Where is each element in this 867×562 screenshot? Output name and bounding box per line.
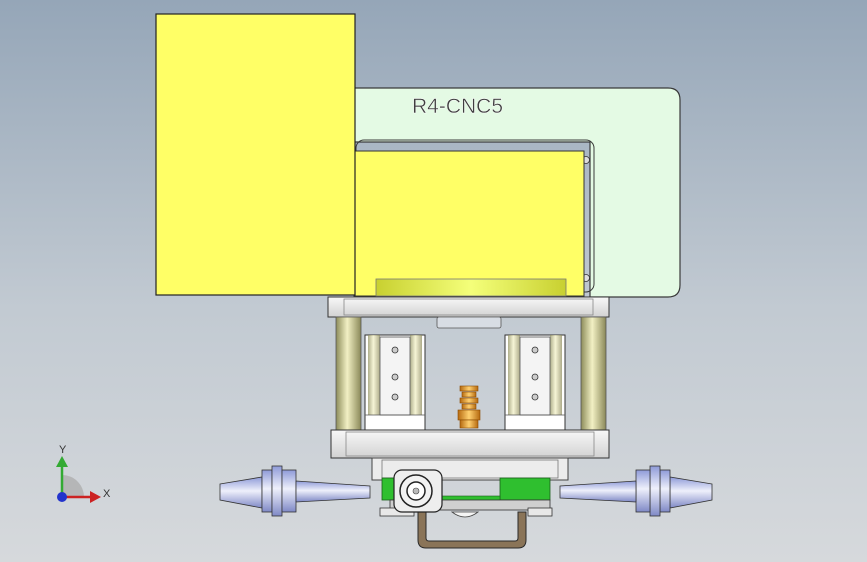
cylinder-right[interactable] xyxy=(504,334,566,431)
yellow-inner-block[interactable] xyxy=(353,150,585,297)
triad-quadrant xyxy=(62,475,84,497)
x-axis-label: X xyxy=(103,488,111,500)
tool-holder-right[interactable] xyxy=(559,465,713,517)
housing[interactable]: R4-CNC5 xyxy=(353,87,681,298)
flange-ring[interactable] xyxy=(375,278,567,297)
round-cap[interactable] xyxy=(450,511,480,518)
guide-rod-right[interactable] xyxy=(580,316,607,432)
handle[interactable] xyxy=(417,511,527,549)
part-label: R4-CNC5 xyxy=(412,95,503,118)
green-part-right[interactable] xyxy=(499,477,551,501)
cylinder-left[interactable] xyxy=(364,334,426,431)
brass-fitting[interactable] xyxy=(457,385,481,429)
x-axis-arrow-icon xyxy=(90,491,101,503)
center-hub[interactable] xyxy=(436,316,502,329)
lower-block-inner xyxy=(381,459,559,479)
yellow-motor-block[interactable] xyxy=(155,13,356,296)
bottom-plate[interactable] xyxy=(330,429,610,459)
valve-knob[interactable] xyxy=(393,469,443,513)
y-axis-label: Y xyxy=(59,444,67,456)
top-plate[interactable] xyxy=(327,296,610,318)
z-axis-dot-icon xyxy=(57,492,67,502)
lower-frame[interactable] xyxy=(379,499,553,517)
y-axis-arrow-icon xyxy=(56,456,68,467)
guide-rod-left[interactable] xyxy=(335,316,362,432)
axis-triad: Y X xyxy=(56,444,111,503)
tool-holder-left[interactable] xyxy=(219,465,371,517)
